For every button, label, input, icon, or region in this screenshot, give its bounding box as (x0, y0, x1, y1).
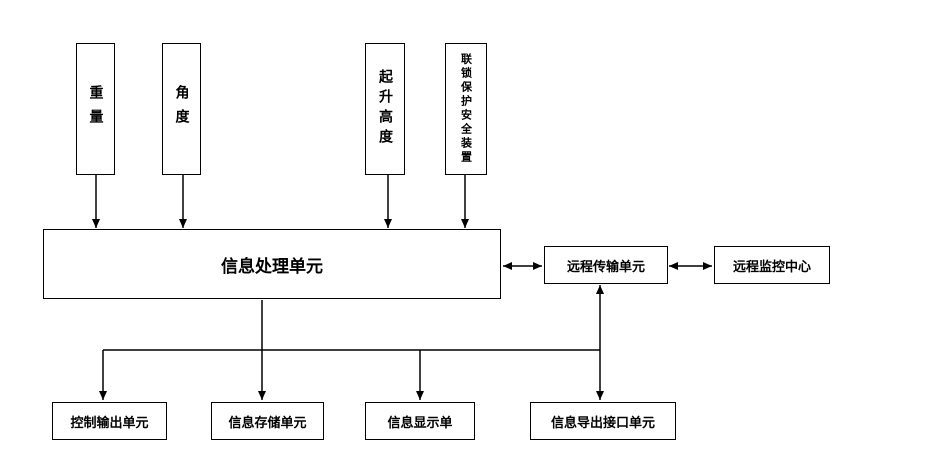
processing-unit-label: 信息处理单元 (221, 256, 323, 277)
control-output-label: 控制输出单元 (70, 415, 149, 431)
storage-label: 信息存储单元 (228, 415, 307, 431)
remote-transmission-box: 远程传输单元 (544, 246, 668, 284)
weight-box: 重量 (76, 43, 115, 175)
export-interface-box: 信息导出接口单元 (530, 402, 676, 440)
control-output-box: 控制输出单元 (52, 402, 167, 440)
interlock-box: 联锁保护安全装置 (445, 43, 487, 175)
lift-height-box: 起升高度 (365, 43, 405, 175)
remote-monitoring-box: 远程监控中心 (714, 246, 830, 284)
export-interface-label: 信息导出接口单元 (550, 415, 655, 431)
display-label: 信息显示单 (387, 415, 453, 431)
remote-transmission-label: 远程传输单元 (566, 259, 645, 275)
angle-label: 角度 (173, 85, 190, 133)
weight-label: 重量 (87, 85, 104, 133)
display-box: 信息显示单 (365, 402, 475, 440)
interlock-label: 联锁保护安全装置 (459, 53, 473, 165)
storage-box: 信息存储单元 (211, 402, 324, 440)
lift-height-label: 起升高度 (377, 69, 393, 149)
processing-unit-box: 信息处理单元 (43, 229, 501, 299)
angle-box: 角度 (162, 43, 201, 175)
remote-monitoring-label: 远程监控中心 (732, 259, 811, 275)
